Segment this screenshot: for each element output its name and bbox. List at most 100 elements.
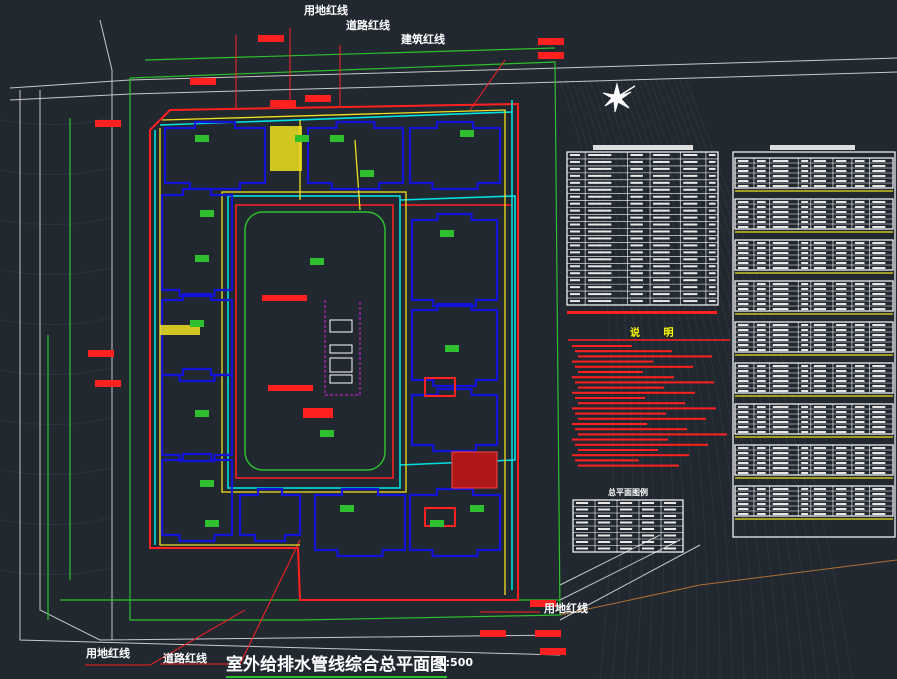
- table-cell-text: [772, 308, 789, 310]
- table-cell-text: [708, 167, 716, 170]
- table-cell-text: [872, 329, 886, 331]
- table-cell-text: [835, 508, 847, 510]
- table-cell-text: [772, 293, 789, 295]
- table-cell-text: [835, 283, 847, 285]
- table-cell-text: [630, 188, 643, 191]
- table-cell-text: [813, 431, 827, 433]
- green-elevation-tag: [460, 130, 474, 137]
- table-cell-text: [576, 508, 589, 511]
- table-footnote: [567, 311, 717, 314]
- table-cell-text: [620, 502, 633, 504]
- table-cell-text: [642, 508, 655, 511]
- table-cell-text: [872, 426, 886, 428]
- table-cell-text: [630, 195, 643, 198]
- table-cell-text: [772, 211, 789, 213]
- red-annotation-tag: [305, 95, 331, 102]
- table-cell-text: [588, 244, 612, 247]
- table-cell-text: [872, 467, 886, 469]
- table-cell-text: [756, 375, 766, 377]
- table-cell-text: [756, 447, 766, 449]
- table-cell-text: [813, 365, 827, 367]
- table-cell-text: [772, 329, 789, 331]
- table-cell-text: [801, 216, 809, 218]
- table-cell-text: [756, 252, 766, 254]
- contour-line: [0, 217, 111, 226]
- drawing-title: 室外给排水管线综合总平面图: [226, 650, 447, 678]
- table-cell-text: [801, 467, 809, 469]
- table-cell-text: [835, 488, 847, 490]
- table-cell-text: [630, 230, 643, 233]
- table-cell-text: [835, 170, 847, 172]
- table-cell-text: [756, 185, 766, 187]
- table-cell-text: [801, 267, 809, 269]
- note-line: [575, 412, 666, 415]
- table-cell-text: [683, 258, 698, 261]
- table-cell-text: [756, 334, 766, 336]
- table-cell-text: [854, 385, 865, 387]
- building-outline: [313, 487, 407, 558]
- table-cell-text: [813, 211, 827, 213]
- table-cell-text: [664, 547, 677, 550]
- table-cell-text: [835, 390, 847, 392]
- table-cell-text: [598, 508, 611, 511]
- table-cell-text: [801, 288, 809, 290]
- table-cell-text: [772, 349, 789, 351]
- contour-line: [613, 79, 709, 679]
- table-cell-text: [801, 380, 809, 382]
- table-cell-text: [576, 521, 589, 524]
- red-annotation-tag: [262, 295, 307, 301]
- table-cell-text: [801, 447, 809, 449]
- table-cell-text: [854, 221, 865, 223]
- boundary-line: [129, 61, 561, 621]
- table-cell-text: [872, 247, 886, 249]
- building-outline: [410, 302, 499, 388]
- table-cell-text: [772, 488, 789, 490]
- table-cell-text: [630, 265, 643, 268]
- table-cell-text: [813, 334, 827, 336]
- table-cell-text: [708, 293, 716, 296]
- table-cell-text: [813, 457, 827, 459]
- table-cell-text: [708, 244, 716, 247]
- table-cell-text: [664, 508, 677, 511]
- table-cell-text: [756, 308, 766, 310]
- table-cell-text: [683, 293, 698, 296]
- table-cell-text: [854, 365, 865, 367]
- table-cell-text: [756, 247, 766, 249]
- table-cell-text: [813, 426, 827, 428]
- table-cell-text: [756, 472, 766, 474]
- label-land-red-line-bottom-right: 用地红线: [544, 602, 588, 615]
- table-cell-text: [683, 300, 698, 303]
- table-cell-text: [872, 334, 886, 336]
- table-cell-text: [738, 216, 749, 218]
- note-line: [578, 449, 658, 451]
- table-cell-text: [835, 385, 847, 387]
- table-cell-text: [854, 175, 865, 177]
- table-cell-text: [738, 339, 749, 341]
- table-cell-text: [854, 288, 865, 290]
- table-cell-text: [772, 185, 789, 187]
- table-cell-text: [835, 175, 847, 177]
- table-cell-text: [708, 188, 716, 191]
- table-cell-text: [756, 426, 766, 428]
- table-cell-text: [756, 160, 766, 162]
- table-cell-text: [872, 493, 886, 495]
- table-cell-text: [756, 211, 766, 213]
- table-cell-text: [756, 385, 766, 387]
- technical-tables: [566, 145, 896, 553]
- table-cell-text: [813, 303, 827, 305]
- table-cell-text: [854, 447, 865, 449]
- table-cell-text: [598, 541, 611, 543]
- table-cell-text: [653, 174, 670, 177]
- table-cell-text: [738, 488, 749, 490]
- table-cell-text: [772, 380, 789, 382]
- table-cell-text: [772, 457, 789, 459]
- table-title: [770, 145, 855, 150]
- table-cell-text: [872, 221, 886, 223]
- drain-pipe: [159, 109, 506, 595]
- table-cell-text: [835, 375, 847, 377]
- table-cell-text: [756, 421, 766, 423]
- table-cell-text: [813, 298, 827, 300]
- table-cell-text: [872, 385, 886, 387]
